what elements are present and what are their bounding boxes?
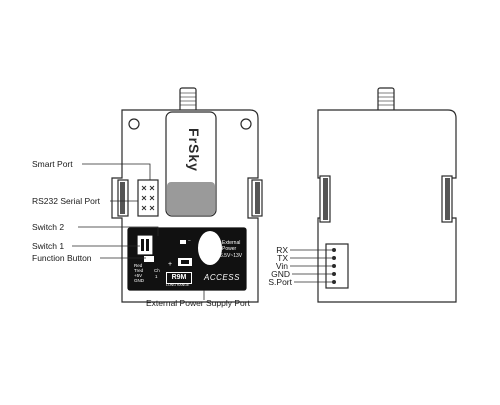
antenna-connector <box>179 87 197 113</box>
pin-label-vin: Vin <box>275 261 288 271</box>
access-logo: ACCESS <box>204 273 240 282</box>
pin-label-rx: RX <box>276 245 288 255</box>
pin-label-gnd: GND <box>271 269 290 279</box>
switch2-label: Switch 2 <box>32 222 65 232</box>
ext-power-title2: Power <box>222 246 237 252</box>
switch1-label: Switch 1 <box>32 241 65 251</box>
leader-lines-right <box>290 249 332 283</box>
switch-2 <box>137 235 153 255</box>
pin-label-tx: TX <box>277 253 288 263</box>
panel-minus: − <box>188 238 191 244</box>
led-label-2: +5V <box>134 273 143 278</box>
back-antenna-connector <box>377 87 395 113</box>
model-badge: R9M <box>166 272 192 284</box>
brand-logo: FrSky <box>186 128 202 172</box>
model-sub: LONG RANGE <box>166 283 190 287</box>
power-oval <box>198 231 222 265</box>
front-module <box>111 87 263 303</box>
function-button-label: Function Button <box>32 253 92 263</box>
dip-label-1: 1 <box>155 274 158 279</box>
smart-port-label: Smart Port <box>32 159 73 169</box>
leader-lines-left <box>72 163 205 300</box>
ext-power-title: External <box>222 240 241 246</box>
led-label-3: GND <box>134 278 144 283</box>
dip-label-0: Ch <box>154 268 160 273</box>
led-label-0: Red <box>134 263 143 268</box>
led-label-1: Tred <box>134 268 144 273</box>
back-module <box>317 87 457 303</box>
ext-power-range: 6.5V~13V <box>220 253 243 259</box>
pin-label-sport: S.Port <box>268 277 292 287</box>
external-power-port-label: External Power Supply Port <box>146 298 250 308</box>
function-button <box>144 256 154 262</box>
pin-header <box>137 179 159 217</box>
led <box>180 240 186 244</box>
mount-hole-right <box>240 118 252 130</box>
panel-plus: + <box>168 261 173 268</box>
mount-hole-left <box>128 118 140 130</box>
rs232-label: RS232 Serial Port <box>32 196 101 206</box>
